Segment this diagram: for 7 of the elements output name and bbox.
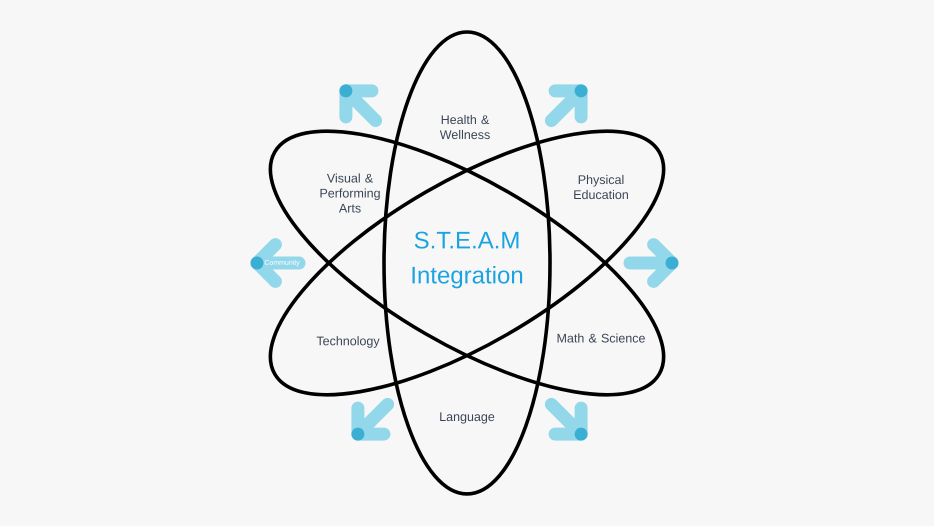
label: S.T.E.A.M Integration bbox=[412, 232, 522, 288]
label: Technology bbox=[316, 336, 380, 348]
label: Math & Science bbox=[558, 333, 645, 343]
label: Language bbox=[440, 412, 494, 424]
label: Health & Wellness bbox=[440, 114, 490, 140]
label: Visual & Performing Arts bbox=[320, 173, 380, 213]
label: Physical Education bbox=[574, 174, 628, 200]
